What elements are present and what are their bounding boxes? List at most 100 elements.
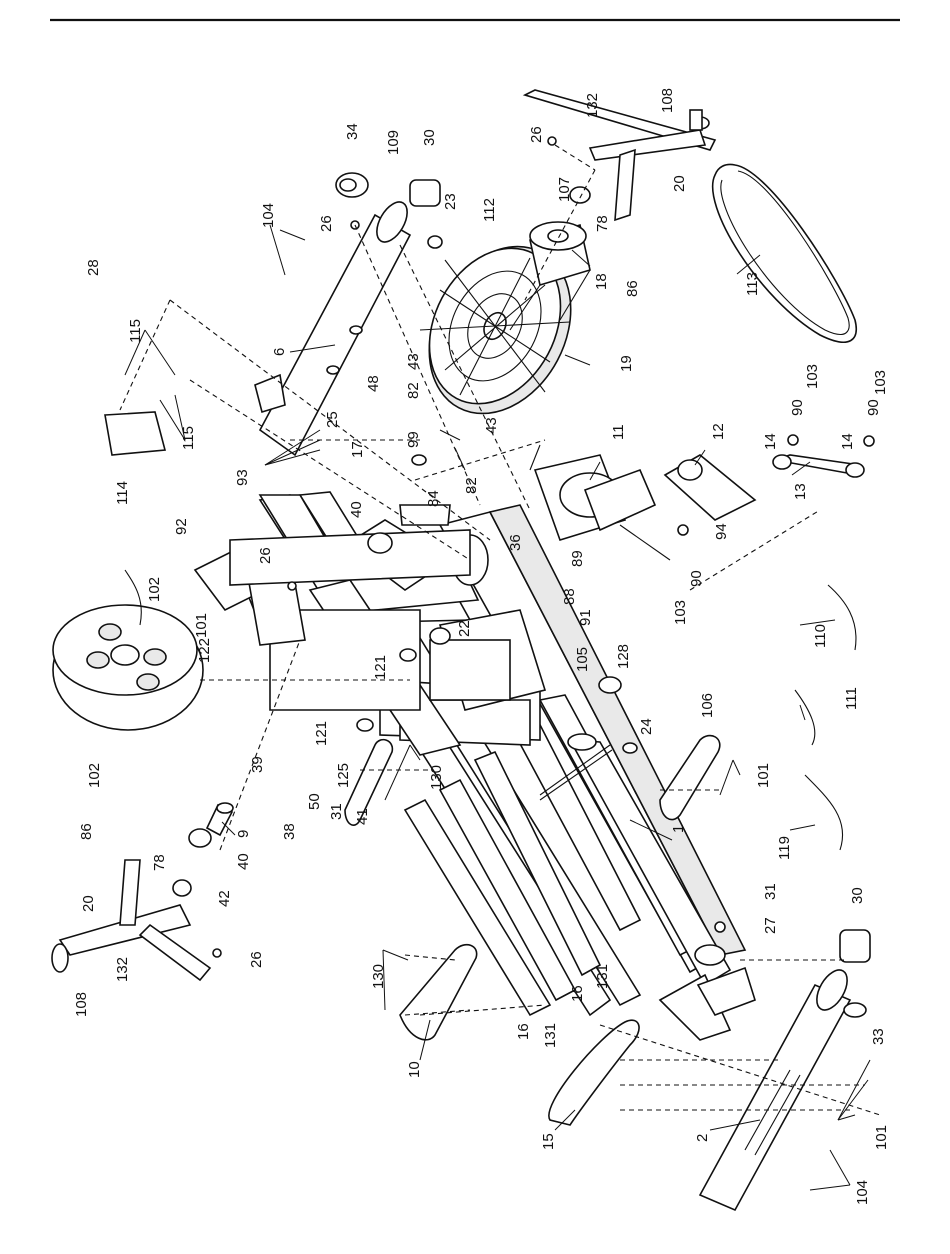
label-part-106: 106 bbox=[699, 693, 716, 718]
pulley-18 bbox=[509, 221, 591, 331]
label-part-40a: 40 bbox=[348, 501, 365, 518]
label-part-132b: 132 bbox=[114, 957, 131, 982]
front-stabilizer bbox=[698, 969, 852, 1212]
label-part-128: 128 bbox=[615, 644, 632, 669]
label-part-34: 34 bbox=[344, 123, 361, 140]
label-part-130b: 130 bbox=[370, 964, 387, 989]
small-hardware bbox=[104, 136, 875, 1018]
label-part-36: 36 bbox=[507, 534, 524, 551]
label-part-26c: 26 bbox=[257, 547, 274, 564]
label-part-27: 27 bbox=[762, 917, 779, 934]
label-part-14a: 14 bbox=[762, 433, 779, 450]
crank-arm-top bbox=[522, 89, 717, 222]
label-part-26b: 26 bbox=[318, 215, 335, 232]
label-part-131a: 131 bbox=[594, 964, 611, 989]
label-part-82a: 82 bbox=[405, 382, 422, 399]
resistance-disc-28 bbox=[52, 604, 204, 731]
label-part-40b: 40 bbox=[235, 853, 252, 870]
label-part-26a: 26 bbox=[528, 126, 545, 143]
label-part-50: 50 bbox=[306, 793, 323, 810]
label-part-48: 48 bbox=[365, 375, 382, 392]
rear-stabilizer bbox=[254, 201, 412, 457]
label-part-112: 112 bbox=[481, 198, 498, 222]
label-part-33: 33 bbox=[870, 1028, 887, 1045]
shrouds bbox=[344, 734, 721, 1126]
label-part-12: 12 bbox=[710, 423, 727, 440]
label-part-43b: 43 bbox=[483, 417, 500, 434]
label-part-122: 122 bbox=[196, 638, 213, 663]
label-part-109: 109 bbox=[385, 130, 402, 155]
label-part-90c: 90 bbox=[688, 570, 705, 587]
label-part-103b: 103 bbox=[872, 370, 889, 395]
crank-arm-bottom bbox=[51, 859, 212, 982]
label-part-86b: 86 bbox=[78, 823, 95, 840]
label-part-90b: 90 bbox=[865, 399, 882, 416]
label-part-105: 105 bbox=[574, 647, 591, 672]
label-part-86a: 86 bbox=[624, 280, 641, 297]
label-part-110: 110 bbox=[812, 624, 829, 648]
label-part-125: 125 bbox=[335, 763, 352, 788]
label-part-28: 28 bbox=[85, 259, 102, 276]
label-part-11: 11 bbox=[610, 424, 627, 440]
label-part-102b: 102 bbox=[86, 763, 103, 788]
label-part-15: 15 bbox=[540, 1133, 557, 1150]
label-part-104b: 104 bbox=[854, 1180, 871, 1205]
label-part-94: 94 bbox=[713, 523, 730, 540]
label-part-6: 6 bbox=[271, 348, 288, 356]
label-part-38: 38 bbox=[281, 823, 298, 840]
label-part-91: 91 bbox=[577, 609, 594, 626]
flywheel bbox=[419, 245, 572, 415]
leader-lines bbox=[124, 224, 871, 1191]
label-part-41: 41 bbox=[354, 808, 371, 825]
label-part-39: 39 bbox=[249, 756, 266, 773]
label-part-89: 89 bbox=[569, 550, 586, 567]
label-part-13: 13 bbox=[792, 483, 809, 500]
label-part-84: 84 bbox=[425, 490, 442, 507]
label-part-78b: 78 bbox=[151, 854, 168, 871]
label-part-114: 114 bbox=[114, 481, 131, 505]
motor-assembly bbox=[529, 444, 865, 561]
label-part-25: 25 bbox=[324, 411, 341, 428]
part-labels: 1 2 6 9 10 11 12 13 14 14 15 16 16 17 18… bbox=[73, 88, 890, 1205]
label-part-22: 22 bbox=[456, 620, 473, 637]
label-part-104a: 104 bbox=[260, 203, 277, 228]
label-part-78a: 78 bbox=[594, 215, 611, 232]
label-part-82b: 82 bbox=[463, 477, 480, 494]
mounting-plate bbox=[193, 529, 471, 646]
label-part-130a: 130 bbox=[428, 765, 445, 790]
label-part-1: 1 bbox=[670, 825, 687, 833]
label-part-31a: 31 bbox=[328, 803, 345, 820]
label-part-90a: 90 bbox=[789, 399, 806, 416]
label-part-102a: 102 bbox=[146, 577, 163, 602]
label-part-43a: 43 bbox=[405, 353, 422, 370]
label-part-99: 99 bbox=[405, 431, 422, 448]
label-part-20b: 20 bbox=[80, 895, 97, 912]
label-part-119: 119 bbox=[776, 836, 793, 860]
label-part-121a: 121 bbox=[372, 655, 389, 680]
label-part-131b: 131 bbox=[542, 1023, 559, 1048]
label-part-16a: 16 bbox=[569, 985, 586, 1002]
label-part-101a: 101 bbox=[193, 613, 210, 638]
label-part-115a: 115 bbox=[127, 319, 144, 343]
label-part-18: 18 bbox=[593, 273, 610, 290]
label-part-31b: 31 bbox=[762, 883, 779, 900]
label-part-26d: 26 bbox=[248, 951, 265, 968]
label-part-9: 9 bbox=[235, 830, 252, 838]
label-part-14b: 14 bbox=[839, 433, 856, 450]
label-part-20a: 20 bbox=[671, 175, 688, 192]
label-part-2: 2 bbox=[694, 1134, 711, 1142]
label-part-24: 24 bbox=[638, 718, 655, 735]
label-part-103c: 103 bbox=[672, 600, 689, 625]
label-part-17: 17 bbox=[349, 441, 366, 458]
label-part-111: 111 bbox=[843, 687, 860, 710]
label-part-16b: 16 bbox=[515, 1023, 532, 1040]
label-part-92: 92 bbox=[173, 518, 190, 535]
label-part-30a: 30 bbox=[421, 129, 438, 146]
label-part-30b: 30 bbox=[849, 887, 866, 904]
label-part-10: 10 bbox=[406, 1061, 423, 1078]
label-part-113: 113 bbox=[744, 272, 761, 296]
label-part-132a: 132 bbox=[584, 93, 601, 118]
label-part-93: 93 bbox=[234, 469, 251, 486]
